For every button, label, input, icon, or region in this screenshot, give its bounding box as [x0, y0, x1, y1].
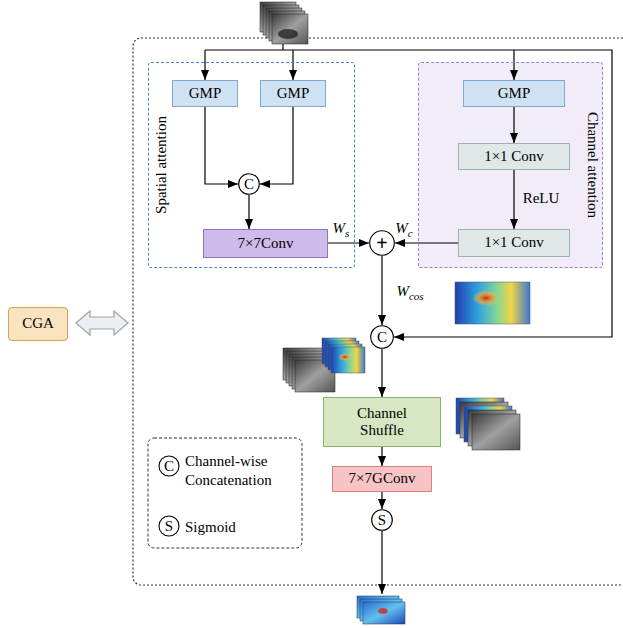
wire: [381, 531, 382, 594]
flow-arrow: [381, 492, 382, 509]
wire: [513, 50, 514, 80]
edge-label-holder: Wcos: [396, 283, 423, 300]
pooling-box: GMP: [260, 80, 326, 107]
feature-shadow: [278, 29, 298, 39]
feature-map: [472, 414, 520, 450]
group-title-holder: Spatial attention: [153, 116, 170, 214]
wire: [282, 44, 283, 50]
legend-symbol-letter: C: [164, 458, 174, 474]
edge-label-holder: Wc: [395, 220, 412, 237]
input-feature-stack: [260, 2, 308, 44]
flow-arrow: [381, 349, 382, 397]
legend-symbol: [159, 516, 179, 536]
operator-symbol: +: [376, 233, 387, 253]
heatmap-hotspot: [338, 353, 352, 361]
symbol-holder: S: [165, 519, 173, 534]
double-arrow: [76, 311, 128, 335]
weight-label: Wcos: [396, 283, 423, 299]
activation-label: ReLU: [523, 190, 560, 206]
flow-arrow: [248, 195, 249, 229]
flow-arrow: [205, 107, 238, 184]
flow-arrow: [395, 242, 458, 243]
box-label: GMP: [265, 85, 321, 102]
output-map: [363, 602, 405, 624]
conv-box: 1×1 Conv: [458, 229, 570, 257]
output-hotspot: [378, 608, 388, 614]
heatmap-hotspot: [472, 290, 500, 306]
conv-box: 7×7GConv: [332, 466, 432, 492]
group-title: Spatial attention: [153, 116, 169, 214]
legend-entry: Sigmoid: [185, 518, 297, 537]
heatmap: [455, 282, 530, 324]
module-boundary: [133, 38, 623, 585]
legend-text: Sigmoid: [185, 519, 236, 535]
sum-circle: +: [369, 230, 395, 256]
flow-arrow: [328, 242, 369, 243]
circle-outline: [370, 231, 395, 256]
legend-symbol: [159, 456, 179, 476]
legend-symbol-letter: S: [165, 518, 173, 534]
box-label: 1×1 Conv: [463, 148, 565, 165]
concat-circle: C: [238, 173, 260, 195]
output-stack: [357, 596, 405, 624]
pooling-box: GMP: [172, 80, 238, 107]
group-title: Channel attention: [585, 112, 601, 218]
conv-box: 7×7Conv: [203, 229, 328, 258]
attention-group: Spatial attention GMP GMP C 7×7Conv: [148, 62, 355, 268]
shuffle-box: Channel Shuffle: [323, 397, 441, 447]
operator-symbol: C: [377, 330, 387, 345]
flow-arrow: [260, 107, 293, 184]
flow-arrow: [381, 256, 382, 325]
concat-circle: C: [370, 325, 394, 349]
operator-symbol: S: [378, 513, 386, 528]
legend-entry: Channel-wise Concatenation: [185, 452, 297, 490]
cosine-weight-map: [455, 282, 530, 324]
circle-outline: [239, 174, 260, 195]
heatmap: [331, 347, 365, 373]
feature-map: [272, 14, 308, 44]
flow-arrow: [381, 447, 382, 466]
concat-heat-stack: [322, 338, 365, 373]
wire: [205, 50, 612, 337]
operator-symbol: C: [244, 177, 254, 192]
conv-box: 1×1 Conv: [458, 143, 570, 170]
module-box: CGA: [8, 307, 68, 341]
flow-arrow: [513, 170, 514, 229]
legend-text: Channel-wise Concatenation: [185, 453, 272, 488]
attention-group: Channel attention GMP 1×1 Conv 1×1 Conv: [418, 62, 603, 268]
box-label: 7×7GConv: [337, 470, 427, 487]
sigmoid-circle: S: [371, 509, 393, 531]
shuffled-stack: [456, 398, 520, 450]
edge-label-holder: ReLU: [523, 190, 560, 207]
wire: [204, 50, 205, 80]
box-label: Channel Shuffle: [338, 405, 426, 440]
box-label: CGA: [13, 315, 63, 332]
box-label: 1×1 Conv: [463, 234, 565, 251]
legend-box: [148, 438, 302, 548]
box-label: GMP: [468, 85, 560, 102]
group-title-holder: Channel attention: [584, 112, 601, 218]
symbol-holder: C: [164, 459, 174, 474]
box-label: GMP: [177, 85, 233, 102]
wire: [292, 50, 293, 80]
weight-label: Ws: [333, 220, 350, 236]
circle-outline: [371, 326, 394, 349]
circle-outline: [372, 510, 393, 531]
edge-label-holder: Ws: [333, 220, 350, 237]
pooling-box: GMP: [463, 80, 565, 107]
flow-arrow: [513, 107, 514, 143]
group-fill: [418, 62, 603, 268]
box-label: 7×7Conv: [208, 235, 323, 252]
input-wires: [205, 44, 612, 594]
weight-label: Wc: [395, 220, 412, 236]
